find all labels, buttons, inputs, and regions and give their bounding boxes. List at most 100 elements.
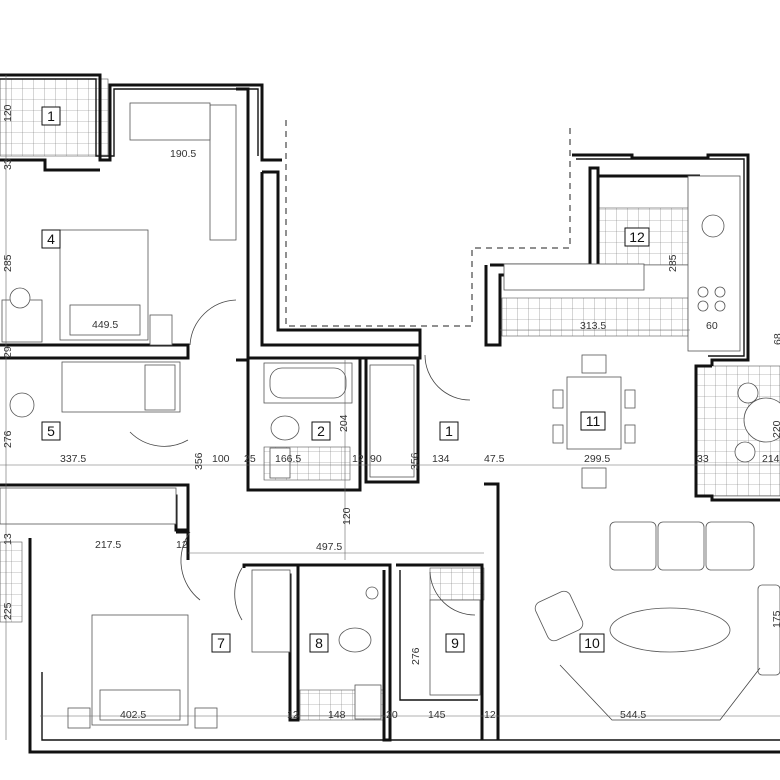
vdim-276a: 276 [2,430,14,448]
dim-47-5: 47.5 [484,453,505,465]
balcony-chair-1 [737,382,759,404]
outer-wall-north-right [572,153,750,366]
closet-room-1 [369,364,415,478]
dim-12c: 12 [287,709,299,721]
wall-bath-8 [298,563,392,742]
door-bedroom-4 [189,299,237,346]
room-label-5: 5 [41,421,61,441]
dining-chair-4 [624,424,636,444]
bed-room-5-pillow [144,364,176,411]
dim-33a: 33 [697,453,709,465]
chair-room-4 [9,287,31,309]
wardrobe-room-5 [0,487,177,525]
vdim-68: 68 [772,333,780,345]
room-label-10: 10 [579,633,605,653]
hob-2 [714,286,726,298]
room-label-11: 11 [580,411,606,431]
dim-313-5: 313.5 [580,320,606,332]
chair-room-5 [9,392,35,418]
sink-room-12 [701,214,725,238]
room-label-2: 2 [311,421,331,441]
balcony-chair-2 [734,441,756,463]
toilet-room-2 [270,415,300,441]
door-bedroom-5 [129,431,189,447]
courtyard-dashed-outline [285,120,571,327]
shower-room-8 [365,586,379,600]
room-label-9: 9 [445,633,465,653]
dim-12b: 12 [176,539,188,551]
wall-bedroom-7-left [176,530,190,560]
balcony-table [743,397,780,443]
door-room-1 [424,354,471,401]
tub-room-8 [354,684,382,720]
right-outer-wall [694,364,780,502]
svg-text:8: 8 [315,635,323,651]
dim-145: 145 [428,709,446,721]
vdim-285b: 285 [667,254,679,272]
wall-room-9-inner [399,570,478,701]
wardrobe-room-4 [209,104,237,241]
dim-100: 100 [212,453,230,465]
left-wall-bedroom-4 [0,158,100,172]
living-partition [484,482,500,740]
svg-text:5: 5 [47,423,55,439]
vdim-29: 29 [2,346,14,358]
hob-4 [714,300,726,312]
wall-closet-1 [364,358,420,484]
wall-between-4-5 [0,343,190,360]
door-room-9 [429,571,476,616]
vdim-276b: 276 [410,647,422,665]
dim-544-5: 544.5 [620,709,646,721]
vdim-204: 204 [338,414,350,432]
dim-190-5: 190.5 [170,148,196,160]
sofa-seat-1 [609,521,657,571]
outer-wall-north-left [0,73,282,162]
south-wall-inner [41,672,780,741]
vdim-120b: 120 [341,507,353,525]
room-label-3: 1 [41,106,61,126]
nightstand-7a [67,707,91,729]
dim-20: 20 [386,709,398,721]
room-label-7: 7 [211,633,231,653]
svg-text:7: 7 [217,635,225,651]
hob-1 [697,286,709,298]
door-room-7b [234,567,243,621]
dim-449-5: 449.5 [92,319,118,331]
dim-217-5: 217.5 [95,539,121,551]
svg-text:12: 12 [629,229,645,245]
left-balcony-tiles [0,541,23,623]
room-label-12: 12 [624,227,650,247]
dining-chair-5 [581,467,607,489]
room-label-1: 1 [439,421,459,441]
svg-text:1: 1 [445,423,453,439]
dim-214: 214 [762,453,780,465]
dim-12d: 12 [484,709,496,721]
svg-text:10: 10 [584,635,600,651]
coffee-table [609,607,731,653]
dim-402-5: 402.5 [120,709,146,721]
dim-497-5: 497.5 [316,541,342,553]
toilet-room-8 [338,627,372,653]
outer-wall-north-left-inner [0,78,259,157]
dim-299-5: 299.5 [584,453,610,465]
sofa-right [757,584,780,676]
nightstand-7b [194,707,218,729]
dining-chair-3 [624,389,636,409]
kitchen-side-wall [596,168,700,178]
wardrobe-room-7 [251,569,291,653]
south-wall [28,538,780,754]
dining-chair-2 [552,424,564,444]
vdim-13: 13 [2,533,14,545]
kitchen-floor-tiles [501,297,689,337]
wall-bedroom-4-right [236,87,250,362]
vdim-356a: 356 [193,452,205,470]
vdim-175: 175 [771,610,780,628]
svg-text:1: 1 [47,108,55,124]
dining-chair-1 [552,389,564,409]
hall-9-tiles [429,567,485,601]
svg-text:11: 11 [586,413,601,429]
wall-room-9 [396,563,484,740]
counter-room-12 [687,175,741,352]
vdim-285a: 285 [2,254,14,272]
